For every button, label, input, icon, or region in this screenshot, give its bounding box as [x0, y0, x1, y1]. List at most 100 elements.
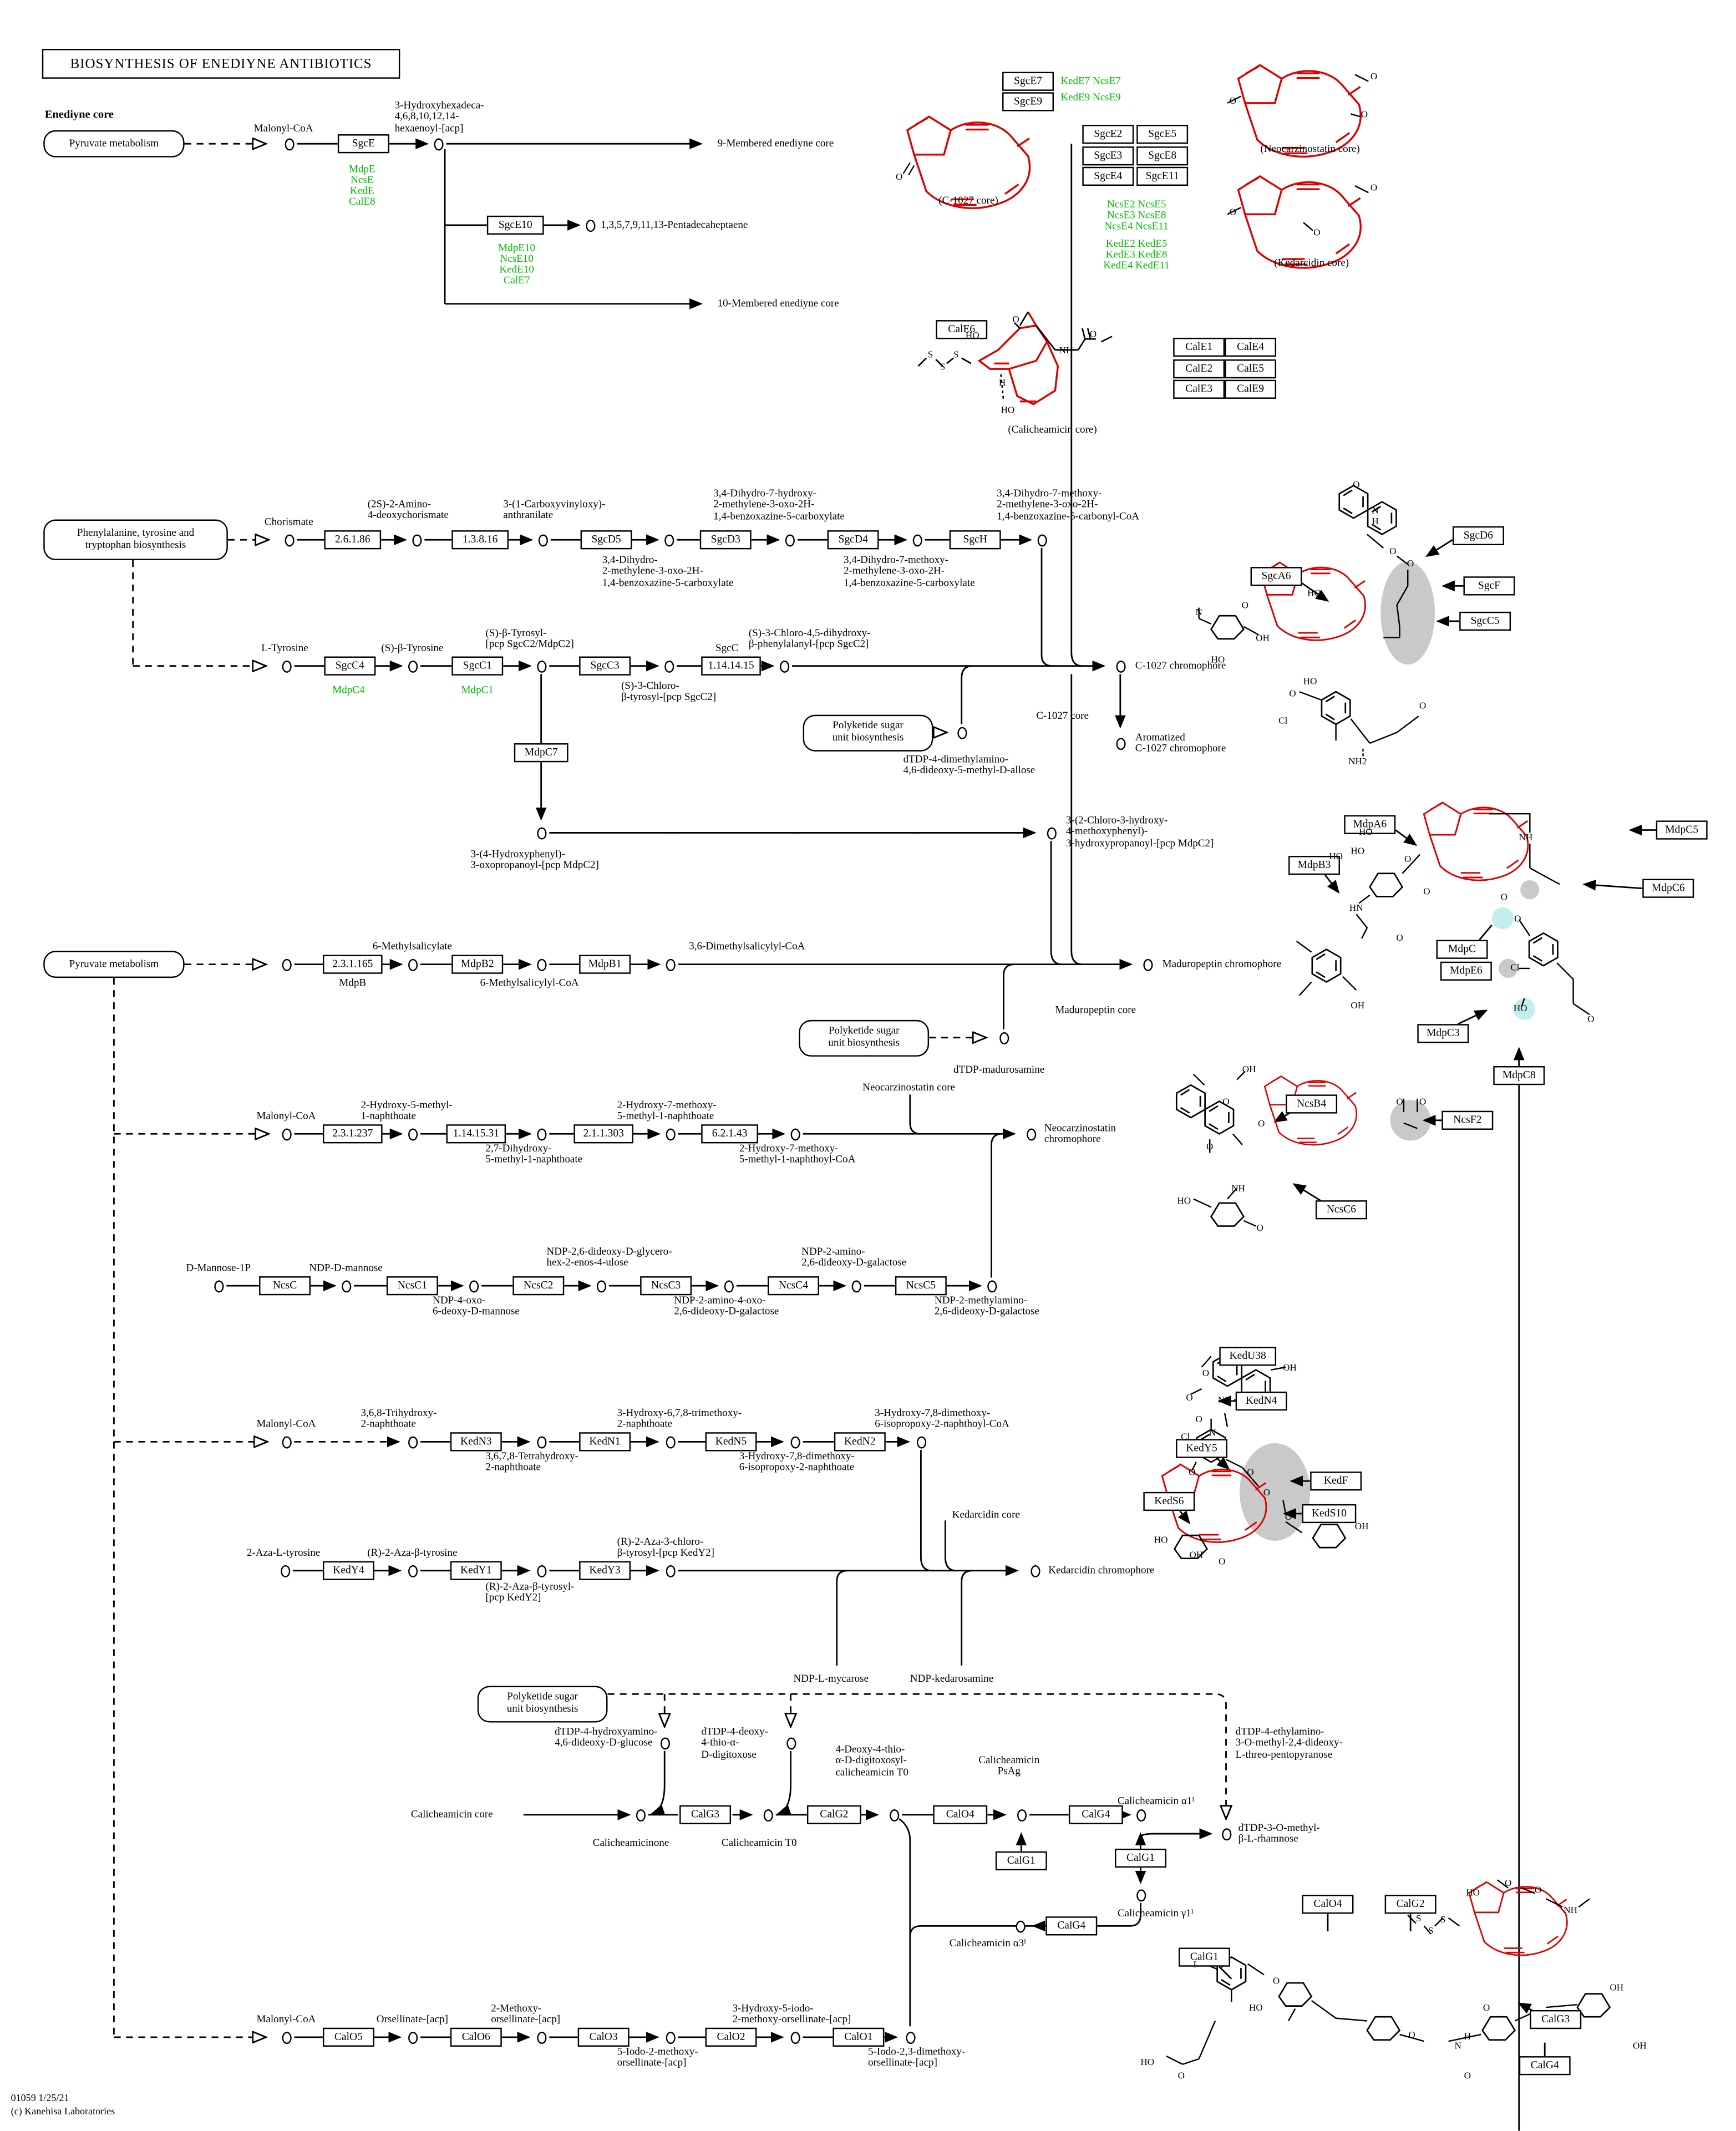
enzyme-box-MdpC8[interactable]: MdpC8: [1493, 1066, 1545, 1085]
enzyme-box-CalE5[interactable]: CalE5: [1225, 359, 1277, 378]
gene-label-ncse[interactable]: NcsE: [351, 174, 374, 186]
enzyme-box-CalE2[interactable]: CalE2: [1173, 359, 1225, 378]
enzyme-box-SgcE3[interactable]: SgcE3: [1082, 146, 1134, 165]
enzyme-box-SgcC1[interactable]: SgcC1: [451, 657, 504, 676]
enzyme-box-CalG4[interactable]: CalG4: [1519, 2056, 1571, 2075]
enzyme-box-CalO3[interactable]: CalO3: [577, 2028, 630, 2047]
compound-node[interactable]: [1143, 958, 1153, 971]
enzyme-box-KedN4[interactable]: KedN4: [1235, 1392, 1287, 1410]
enzyme-box-CalG2[interactable]: CalG2: [806, 1805, 861, 1824]
enzyme-box-2-3-1-237[interactable]: 2.3.1.237: [322, 1124, 383, 1143]
enzyme-box-KedU38[interactable]: KedU38: [1219, 1347, 1277, 1366]
gene-label-cale8[interactable]: CalE8: [349, 195, 375, 208]
enzyme-box-CalE3[interactable]: CalE3: [1173, 380, 1225, 399]
compound-node[interactable]: [407, 1435, 417, 1448]
enzyme-box-CalE1[interactable]: CalE1: [1173, 338, 1225, 357]
compound-node[interactable]: [665, 1564, 675, 1577]
enzyme-box-KedN3[interactable]: KedN3: [450, 1432, 502, 1451]
compound-node[interactable]: [596, 1280, 606, 1292]
enzyme-box-CalO6[interactable]: CalO6: [450, 2028, 502, 2047]
compound-node[interactable]: [790, 2031, 800, 2043]
enzyme-box-CalG2[interactable]: CalG2: [1384, 1895, 1436, 1914]
enzyme-box-NcsC4[interactable]: NcsC4: [768, 1276, 819, 1295]
enzyme-box-6-2-1-43[interactable]: 6.2.1.43: [701, 1124, 758, 1143]
compound-node[interactable]: [281, 2031, 291, 2043]
enzyme-box-NcsB4[interactable]: NcsB4: [1286, 1094, 1338, 1113]
compound-node[interactable]: [536, 1564, 546, 1577]
gene-label-ncse3-ncse8[interactable]: NcsE3 NcsE8: [1106, 209, 1166, 221]
gene-label-kede7-ncse7[interactable]: KedE7 NcsE7: [1060, 74, 1121, 87]
enzyme-box-SgcC4[interactable]: SgcC4: [324, 657, 376, 676]
compound-node[interactable]: [851, 1280, 861, 1292]
compound-node[interactable]: [536, 2031, 546, 2043]
gene-label-kede9-ncse9[interactable]: KedE9 NcsE9: [1060, 90, 1121, 103]
enzyme-box-CalO5[interactable]: CalO5: [322, 2028, 374, 2047]
enzyme-box-SgcE2[interactable]: SgcE2: [1082, 125, 1134, 144]
enzyme-box-2-1-1-303[interactable]: 2.1.1.303: [573, 1124, 633, 1143]
compound-node[interactable]: [281, 659, 291, 672]
enzyme-box-SgcE7[interactable]: SgcE7: [1002, 72, 1054, 91]
enzyme-box-CalG4[interactable]: CalG4: [1068, 1805, 1123, 1824]
enzyme-box-SgcE11[interactable]: SgcE11: [1136, 167, 1189, 186]
compound-node[interactable]: [1015, 1920, 1025, 1932]
compound-node[interactable]: [407, 1564, 417, 1577]
compound-node[interactable]: [468, 1280, 478, 1292]
enzyme-box-MdpE6[interactable]: MdpE6: [1440, 962, 1492, 981]
gene-label-cale7[interactable]: CalE7: [503, 273, 530, 286]
gene-label-kede[interactable]: KedE: [350, 184, 374, 197]
enzyme-box-SgcF[interactable]: SgcF: [1463, 576, 1515, 595]
compound-node[interactable]: [536, 659, 546, 672]
gene-label-kede3-kede8[interactable]: KedE3 KedE8: [1105, 248, 1168, 261]
pathway-link-phenylalanine-tyrosine-and[interactable]: Phenylalanine, tyrosine and tryptophan b…: [43, 519, 228, 560]
compound-node[interactable]: [665, 1128, 675, 1140]
compound-node[interactable]: [284, 138, 294, 150]
pathway-link-pyruvate-metabolism[interactable]: Pyruvate metabolism: [43, 951, 185, 978]
compound-node[interactable]: [1037, 534, 1047, 546]
enzyme-box-SgcD5[interactable]: SgcD5: [580, 530, 632, 549]
enzyme-box-CalE6[interactable]: CalE6: [936, 320, 988, 339]
enzyme-box-NcsF2[interactable]: NcsF2: [1441, 1111, 1494, 1130]
enzyme-box-KedY5[interactable]: KedY5: [1176, 1439, 1228, 1458]
enzyme-box-SgcD3[interactable]: SgcD3: [699, 530, 752, 549]
enzyme-box-CalG1[interactable]: CalG1: [995, 1851, 1047, 1870]
gene-label-mdpc4[interactable]: MdpC4: [332, 683, 365, 696]
enzyme-box-CalE9[interactable]: CalE9: [1225, 380, 1277, 399]
compound-node[interactable]: [536, 1128, 546, 1140]
pathway-link-polyketide-sugar[interactable]: Polyketide sugar unit biosynthesis: [803, 714, 933, 751]
compound-node[interactable]: [281, 1435, 291, 1448]
pathway-link-polyketide-sugar[interactable]: Polyketide sugar unit biosynthesis: [799, 1019, 930, 1056]
enzyme-box-SgcD6[interactable]: SgcD6: [1452, 526, 1504, 545]
compound-node[interactable]: [665, 958, 675, 971]
gene-label-kede10[interactable]: KedE10: [499, 263, 534, 276]
enzyme-box-MdpB3[interactable]: MdpB3: [1288, 856, 1340, 875]
compound-node[interactable]: [284, 534, 294, 546]
compound-node[interactable]: [433, 138, 443, 150]
enzyme-box-SgcE9[interactable]: SgcE9: [1002, 92, 1054, 111]
gene-label-mdpe10[interactable]: MdpE10: [498, 241, 536, 254]
enzyme-box-1-14-14-15[interactable]: 1.14.14.15: [701, 657, 761, 676]
compound-node[interactable]: [214, 1280, 224, 1292]
enzyme-box-CalO4[interactable]: CalO4: [1302, 1895, 1354, 1914]
enzyme-box-SgcH[interactable]: SgcH: [949, 530, 1001, 549]
enzyme-box-CalG1[interactable]: CalG1: [1115, 1849, 1166, 1868]
enzyme-box-MdpC5[interactable]: MdpC5: [1656, 821, 1708, 840]
enzyme-box-CalO2[interactable]: CalO2: [705, 2028, 757, 2047]
compound-node[interactable]: [957, 726, 967, 739]
enzyme-box-MdpC7[interactable]: MdpC7: [514, 743, 568, 762]
compound-node[interactable]: [412, 534, 422, 546]
compound-node[interactable]: [905, 2031, 915, 2043]
compound-node[interactable]: [341, 1280, 351, 1292]
compound-node[interactable]: [536, 1435, 546, 1448]
compound-node[interactable]: [786, 1737, 796, 1749]
enzyme-box-MdpC3[interactable]: MdpC3: [1417, 1024, 1469, 1043]
compound-node[interactable]: [407, 958, 417, 971]
enzyme-box-NcsC3[interactable]: NcsC3: [640, 1276, 692, 1295]
compound-node[interactable]: [537, 534, 547, 546]
compound-node[interactable]: [407, 659, 417, 672]
compound-node[interactable]: [1135, 1808, 1146, 1821]
compound-node[interactable]: [1135, 1889, 1146, 1901]
gene-label-mdpc1[interactable]: MdpC1: [461, 683, 494, 696]
compound-node[interactable]: [635, 1808, 645, 1821]
enzyme-box-KedY4[interactable]: KedY4: [322, 1561, 374, 1580]
enzyme-box-2-6-1-86[interactable]: 2.6.1.86: [324, 530, 382, 549]
